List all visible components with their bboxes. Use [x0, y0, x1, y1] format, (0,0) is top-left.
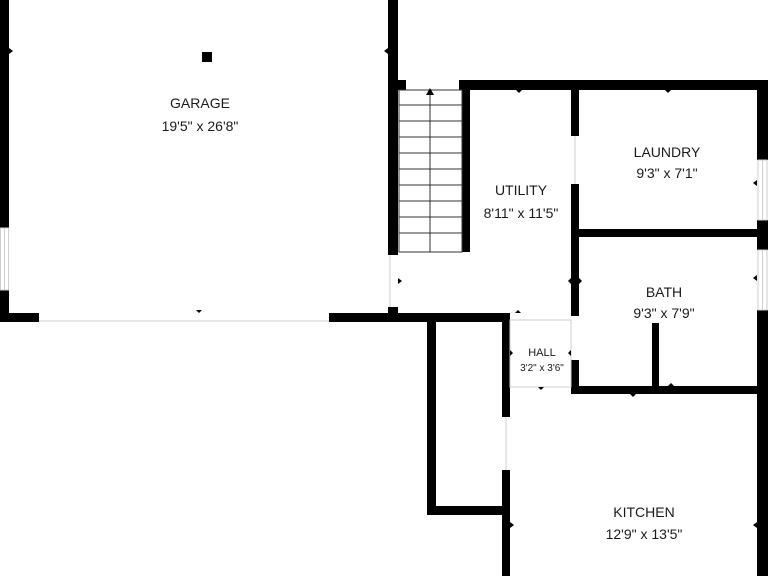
garage-dimensions: 19'5" x 26'8" [162, 118, 239, 134]
bath-dimensions: 9'3" x 7'9" [633, 305, 694, 321]
wall-garage-bottom-left [0, 313, 39, 322]
marker-icon [668, 383, 674, 386]
wall-stair-right [462, 90, 470, 252]
stair-up-arrow-icon [426, 88, 434, 95]
marker-icon [516, 90, 522, 93]
marker-icon [667, 234, 673, 237]
wall-garage-right-lower [388, 307, 398, 322]
marker-icon [196, 310, 202, 313]
kitchen-name: KITCHEN [613, 504, 674, 520]
marker-icon [753, 275, 757, 281]
wall-garage-left [0, 0, 9, 228]
marker-icon [568, 278, 571, 284]
wall-kitchen-left-top [502, 387, 510, 417]
marker-icon [515, 310, 521, 313]
wall-bath-inner [652, 323, 659, 387]
wall-garage-left-lower [0, 290, 9, 322]
wall-utility-right-top [571, 90, 579, 136]
utility-name: UTILITY [495, 182, 548, 198]
marker-icon [510, 350, 513, 356]
room-labels: GARAGE 19'5" x 26'8" UTILITY 8'11" x 11'… [162, 95, 701, 542]
wall-laundry-bottom [579, 229, 768, 237]
wall-closet-bottom [427, 506, 510, 515]
wall-utility-right-mid [571, 184, 579, 316]
marker-icon [753, 180, 757, 186]
wall-closet-left [427, 318, 436, 515]
marker-icon [753, 522, 757, 528]
marker-icon [398, 278, 402, 284]
wall-stair-top [398, 80, 406, 90]
marker-icon [9, 48, 13, 54]
marker-icon [538, 387, 544, 390]
marker-icon [630, 394, 636, 397]
kitchen-dimensions: 12'9" x 13'5" [606, 526, 683, 542]
marker-icon [510, 522, 514, 528]
wall-right-bath [757, 310, 768, 394]
wall-hall-right-low [571, 360, 579, 394]
bath-name: BATH [646, 284, 682, 300]
marker-icon [579, 278, 582, 284]
wall-right-top [757, 90, 768, 160]
wall-hall-left [502, 313, 510, 387]
marker-icon [665, 90, 671, 93]
wall-right-mid [757, 220, 768, 250]
wall-garage-right [388, 0, 398, 255]
marker-icon [568, 350, 571, 356]
stairs [398, 88, 463, 253]
hall-dimensions: 3'2" x 3'6" [520, 363, 564, 374]
openings [0, 136, 768, 470]
markers [9, 48, 757, 528]
hall-name: HALL [528, 347, 556, 359]
wall-kitchen-left-bottom [502, 470, 510, 576]
wall-right-kitchen [757, 394, 768, 576]
marker-icon [384, 48, 388, 54]
garage-name: GARAGE [170, 95, 230, 111]
laundry-dimensions: 9'3" x 7'1" [636, 165, 697, 181]
utility-dimensions: 8'11" x 11'5" [484, 205, 559, 221]
wall-top [459, 80, 768, 90]
wall-utility-bottom [398, 313, 509, 321]
wall-bath-bottom [571, 386, 768, 394]
laundry-name: LAUNDRY [634, 144, 701, 160]
garage-post-icon [202, 52, 212, 62]
